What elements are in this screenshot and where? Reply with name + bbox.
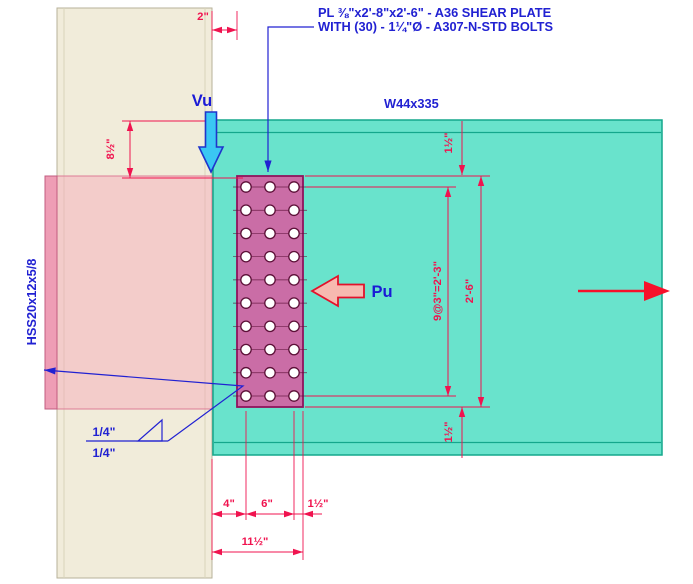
fillet-weld-symbol [136, 418, 163, 442]
dim-col-a: 4" [223, 498, 235, 510]
bolt [264, 390, 276, 402]
bolt [288, 227, 300, 240]
bolt [264, 250, 276, 263]
bolt [240, 343, 252, 356]
beam-label: W44x335 [384, 96, 439, 111]
column-hss [56, 7, 213, 579]
bolt [288, 297, 300, 309]
shear-load-arrow [197, 111, 225, 174]
bolt [288, 343, 300, 356]
bolt [264, 343, 276, 356]
dim-col-c: 1½" [307, 498, 328, 510]
dim-col-b: 6" [261, 498, 273, 510]
dimensions: 2" 8½" 1½" 9@3"=2'-3" 2'-6" 1½" 4" [105, 11, 490, 560]
bolt [240, 366, 252, 379]
dim-bolt-rows: 9@3"=2'-3" [432, 261, 444, 321]
bolt [288, 366, 300, 379]
dim-edge-bottom: 1½" [443, 421, 455, 442]
hss-overlay-body [44, 175, 213, 410]
bolt [264, 181, 276, 193]
bolt [240, 297, 252, 309]
bolt [264, 204, 276, 217]
callout-line1: PL ⅜"x2'-8"x2'-6" - A36 SHEAR PLATE [318, 5, 552, 20]
shear-load-label: Vu [192, 92, 212, 110]
dim-total-width: 11½" [242, 536, 269, 548]
callout-line2: WITH (30) - 1¼"Ø - A307-N-STD BOLTS [318, 19, 553, 34]
bolt [240, 204, 252, 217]
bolt-grid [233, 181, 307, 402]
load-arrows: Vu Pu [192, 92, 670, 308]
weld-size-far: 1/4" [93, 446, 116, 460]
hss-overlay [44, 175, 213, 410]
bolt [288, 250, 300, 263]
dim-plate-height: 2'-6" [464, 279, 476, 303]
bolt [240, 250, 252, 263]
column-label: HSS20x12x5/8 [24, 259, 39, 346]
callout-leader [264, 26, 314, 172]
reaction-arrow-head [644, 281, 670, 301]
weld-leader-arrow [43, 367, 245, 442]
bolt [264, 366, 276, 379]
bolt [240, 320, 252, 333]
column-body [56, 7, 213, 579]
bolt [240, 181, 252, 193]
axial-load-label: Pu [371, 283, 392, 301]
axial-load-arrow [310, 274, 365, 308]
bolt [240, 390, 252, 402]
hss-wall-strip [44, 175, 58, 410]
annotations: PL ⅜"x2'-8"x2'-6" - A36 SHEAR PLATE WITH… [24, 5, 553, 460]
bolt [264, 297, 276, 309]
bolt [288, 274, 300, 286]
bolt [264, 274, 276, 286]
dim-gap: 2" [197, 11, 209, 23]
bolt [240, 227, 252, 240]
bolt [240, 274, 252, 286]
bolt [288, 390, 300, 402]
bolt [288, 181, 300, 193]
dim-edge-top: 1½" [443, 132, 455, 153]
bolt [264, 227, 276, 240]
weld-size-near: 1/4" [93, 425, 116, 439]
dim-top-setback: 8½" [105, 138, 117, 159]
bolt [288, 320, 300, 333]
bolt [264, 320, 276, 333]
bolt [288, 204, 300, 217]
